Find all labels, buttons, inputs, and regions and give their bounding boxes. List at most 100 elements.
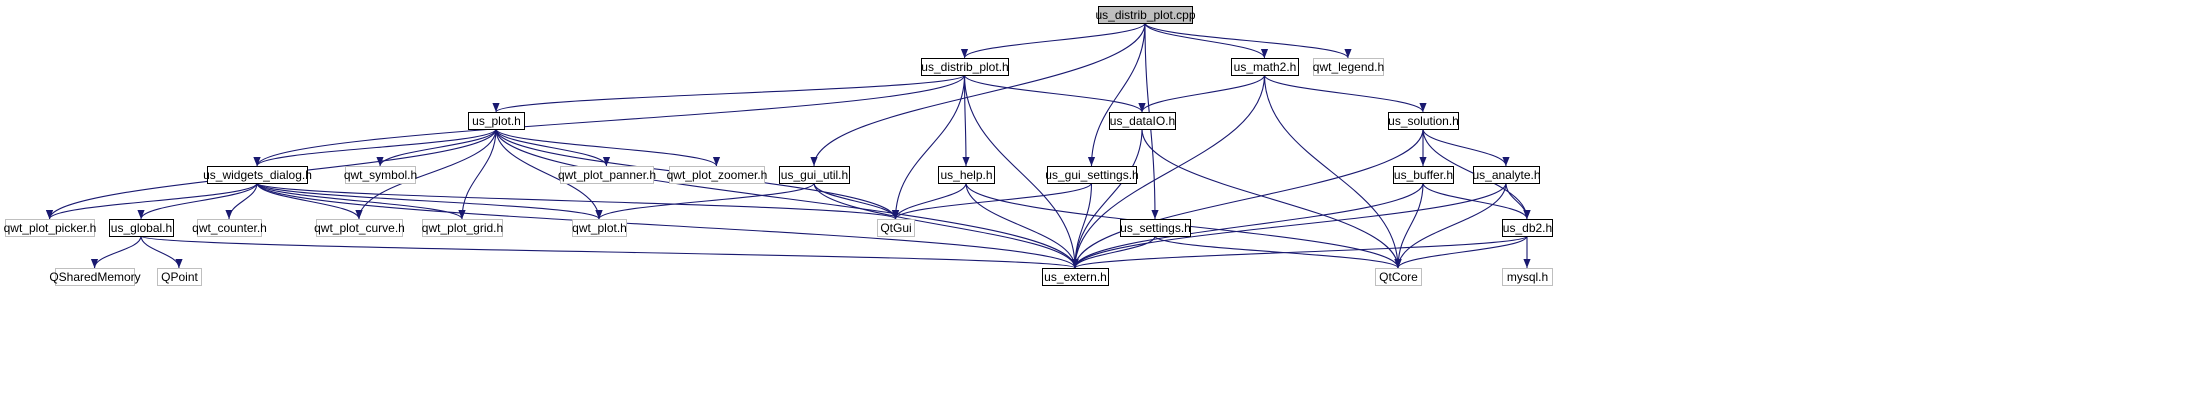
file-node-us_gui_settings_h[interactable]: us_gui_settings.h	[1045, 166, 1139, 184]
file-node-box	[345, 166, 416, 184]
file-node-us_math2_h[interactable]: us_math2.h	[1231, 58, 1299, 76]
file-node-box	[1393, 166, 1454, 184]
dependency-edge-us_settings_h-to-QtCore	[1154, 235, 1402, 269]
dependency-edge-us_widgets_dialog_h-to-QtGui	[256, 182, 899, 220]
file-node-box	[5, 219, 95, 237]
file-node-box	[197, 219, 262, 237]
file-node-box	[1047, 166, 1137, 184]
file-node-label: us_widgets_dialog.h	[203, 168, 312, 182]
file-node-label: us_math2.h	[1234, 60, 1297, 74]
dependency-edge-us_widgets_dialog_h-to-qwt_plot_grid_h	[256, 182, 466, 220]
dependency-edge-us_gui_util_h-to-qwt_plot_h	[595, 182, 815, 220]
dependency-edge-us_math2_h-to-QtCore	[1263, 74, 1402, 269]
dependency-edge-us_widgets_dialog_h-to-qwt_plot_h	[256, 182, 603, 220]
file-node-box	[560, 166, 654, 184]
dependency-edge-us_global_h-to-QSharedMemory	[90, 235, 142, 269]
file-node-qwt_plot_panner_h: qwt_plot_panner.h	[558, 166, 656, 184]
file-node-label: us_extern.h	[1044, 270, 1107, 284]
dependency-edge-us_gui_settings_h-to-QtGui	[892, 182, 1093, 220]
file-node-us_distrib_plot_cpp: us_distrib_plot.cpp	[1095, 6, 1196, 24]
file-node-us_help_h[interactable]: us_help.h	[938, 166, 995, 184]
file-node-label: us_plot.h	[472, 114, 521, 128]
file-node-box	[109, 219, 174, 237]
file-node-label: us_global.h	[111, 221, 172, 235]
file-node-box	[572, 219, 627, 237]
dependency-edge-us_gui_settings_h-to-us_extern_h	[1071, 182, 1093, 269]
dependency-edge-us_dataIO_h-to-QtCore	[1141, 128, 1402, 269]
dependency-edge-us_solution_h-to-us_extern_h	[1071, 128, 1424, 269]
dependency-edge-us_widgets_dialog_h-to-us_global_h	[137, 182, 258, 220]
dependency-edge-us_distrib_plot_h-to-us_widgets_dialog_h	[253, 74, 966, 167]
dependency-edge-us_distrib_plot_cpp-to-us_gui_util_h	[810, 22, 1146, 167]
file-node-box	[1388, 112, 1459, 130]
file-node-qwt_plot_picker_h: qwt_plot_picker.h	[4, 219, 97, 237]
file-node-us_global_h[interactable]: us_global.h	[109, 219, 174, 237]
file-node-us_plot_h[interactable]: us_plot.h	[468, 112, 525, 130]
dependency-edge-us_distrib_plot_cpp-to-us_math2_h	[1144, 22, 1269, 59]
dependency-edge-us_plot_h-to-qwt_plot_h	[495, 128, 603, 220]
dependency-edge-us_global_h-to-us_extern_h	[140, 235, 1079, 269]
file-node-label: qwt_counter.h	[192, 221, 267, 235]
file-node-us_extern_h[interactable]: us_extern.h	[1042, 268, 1109, 286]
file-node-box	[1375, 268, 1422, 286]
file-node-label: QtCore	[1379, 270, 1418, 284]
file-node-box	[779, 166, 850, 184]
file-node-box	[877, 219, 915, 237]
file-node-box	[1231, 58, 1299, 76]
dependency-edge-us_plot_h-to-qwt_plot_grid_h	[458, 128, 497, 220]
file-node-us_gui_util_h[interactable]: us_gui_util.h	[779, 166, 850, 184]
file-node-QSharedMemory: QSharedMemory	[49, 268, 141, 286]
file-node-us_dataIO_h[interactable]: us_dataIO.h	[1109, 112, 1176, 130]
file-node-label: us_distrib_plot.h	[921, 60, 1008, 74]
file-node-label: qwt_plot_picker.h	[4, 221, 97, 235]
file-node-box	[422, 219, 503, 237]
dependency-edge-us_math2_h-to-us_dataIO_h	[1138, 74, 1266, 113]
file-node-label: qwt_legend.h	[1313, 60, 1384, 74]
file-node-label: qwt_symbol.h	[344, 168, 417, 182]
file-node-us_db2_h[interactable]: us_db2.h	[1502, 219, 1553, 237]
file-node-box	[1109, 112, 1176, 130]
dependency-edge-us_analyte_h-to-us_extern_h	[1071, 182, 1507, 269]
file-node-us_settings_h[interactable]: us_settings.h	[1120, 219, 1191, 237]
dependency-edge-us_plot_h-to-qwt_plot_zoomer_h	[495, 128, 720, 167]
dependency-edge-us_distrib_plot_h-to-us_dataIO_h	[963, 74, 1146, 113]
dependency-edge-us_distrib_plot_cpp-to-qwt_legend_h	[1144, 22, 1352, 59]
dependency-edge-us_plot_h-to-qwt_plot_panner_h	[495, 128, 611, 167]
dependency-edge-us_gui_util_h-to-us_extern_h	[813, 182, 1079, 269]
file-node-label: us_solution.h	[1388, 114, 1459, 128]
file-node-qwt_plot_h: qwt_plot.h	[572, 219, 627, 237]
file-node-qwt_plot_zoomer_h: qwt_plot_zoomer.h	[667, 166, 768, 184]
file-node-label: us_settings.h	[1120, 221, 1191, 235]
file-node-QtCore: QtCore	[1375, 268, 1422, 286]
file-node-label: us_gui_settings.h	[1045, 168, 1138, 182]
file-node-label: us_db2.h	[1503, 221, 1552, 235]
dependency-edge-us_analyte_h-to-us_db2_h	[1505, 182, 1531, 220]
dependency-edge-us_buffer_h-to-QtCore	[1394, 182, 1424, 269]
dependency-edge-us_plot_h-to-us_widgets_dialog_h	[253, 128, 497, 167]
file-node-box	[1120, 219, 1191, 237]
file-node-box	[55, 268, 135, 286]
file-node-us_analyte_h[interactable]: us_analyte.h	[1472, 166, 1541, 184]
file-node-qwt_legend_h: qwt_legend.h	[1313, 58, 1384, 76]
file-node-us_widgets_dialog_h[interactable]: us_widgets_dialog.h	[203, 166, 312, 184]
file-node-label: mysql.h	[1507, 270, 1548, 284]
file-node-box	[938, 166, 995, 184]
file-node-label: qwt_plot_zoomer.h	[667, 168, 768, 182]
file-node-box	[921, 58, 1009, 76]
file-node-us_distrib_plot_h[interactable]: us_distrib_plot.h	[921, 58, 1009, 76]
dependency-edge-us_global_h-to-QPoint	[140, 235, 183, 269]
file-node-box	[1502, 219, 1553, 237]
file-node-us_buffer_h[interactable]: us_buffer.h	[1393, 166, 1454, 184]
dependency-edge-us_plot_h-to-qwt_symbol_h	[376, 128, 497, 167]
dependency-edge-us_widgets_dialog_h-to-us_extern_h	[256, 182, 1079, 269]
file-node-label: qwt_plot_panner.h	[558, 168, 656, 182]
file-node-box	[316, 219, 403, 237]
file-node-label: QPoint	[161, 270, 198, 284]
file-node-label: us_distrib_plot.cpp	[1095, 8, 1195, 22]
file-node-box	[1473, 166, 1540, 184]
dependency-edge-us_help_h-to-us_extern_h	[965, 182, 1079, 269]
file-node-label: qwt_plot.h	[572, 221, 627, 235]
file-node-us_solution_h[interactable]: us_solution.h	[1388, 112, 1459, 130]
file-node-box	[1098, 6, 1193, 24]
